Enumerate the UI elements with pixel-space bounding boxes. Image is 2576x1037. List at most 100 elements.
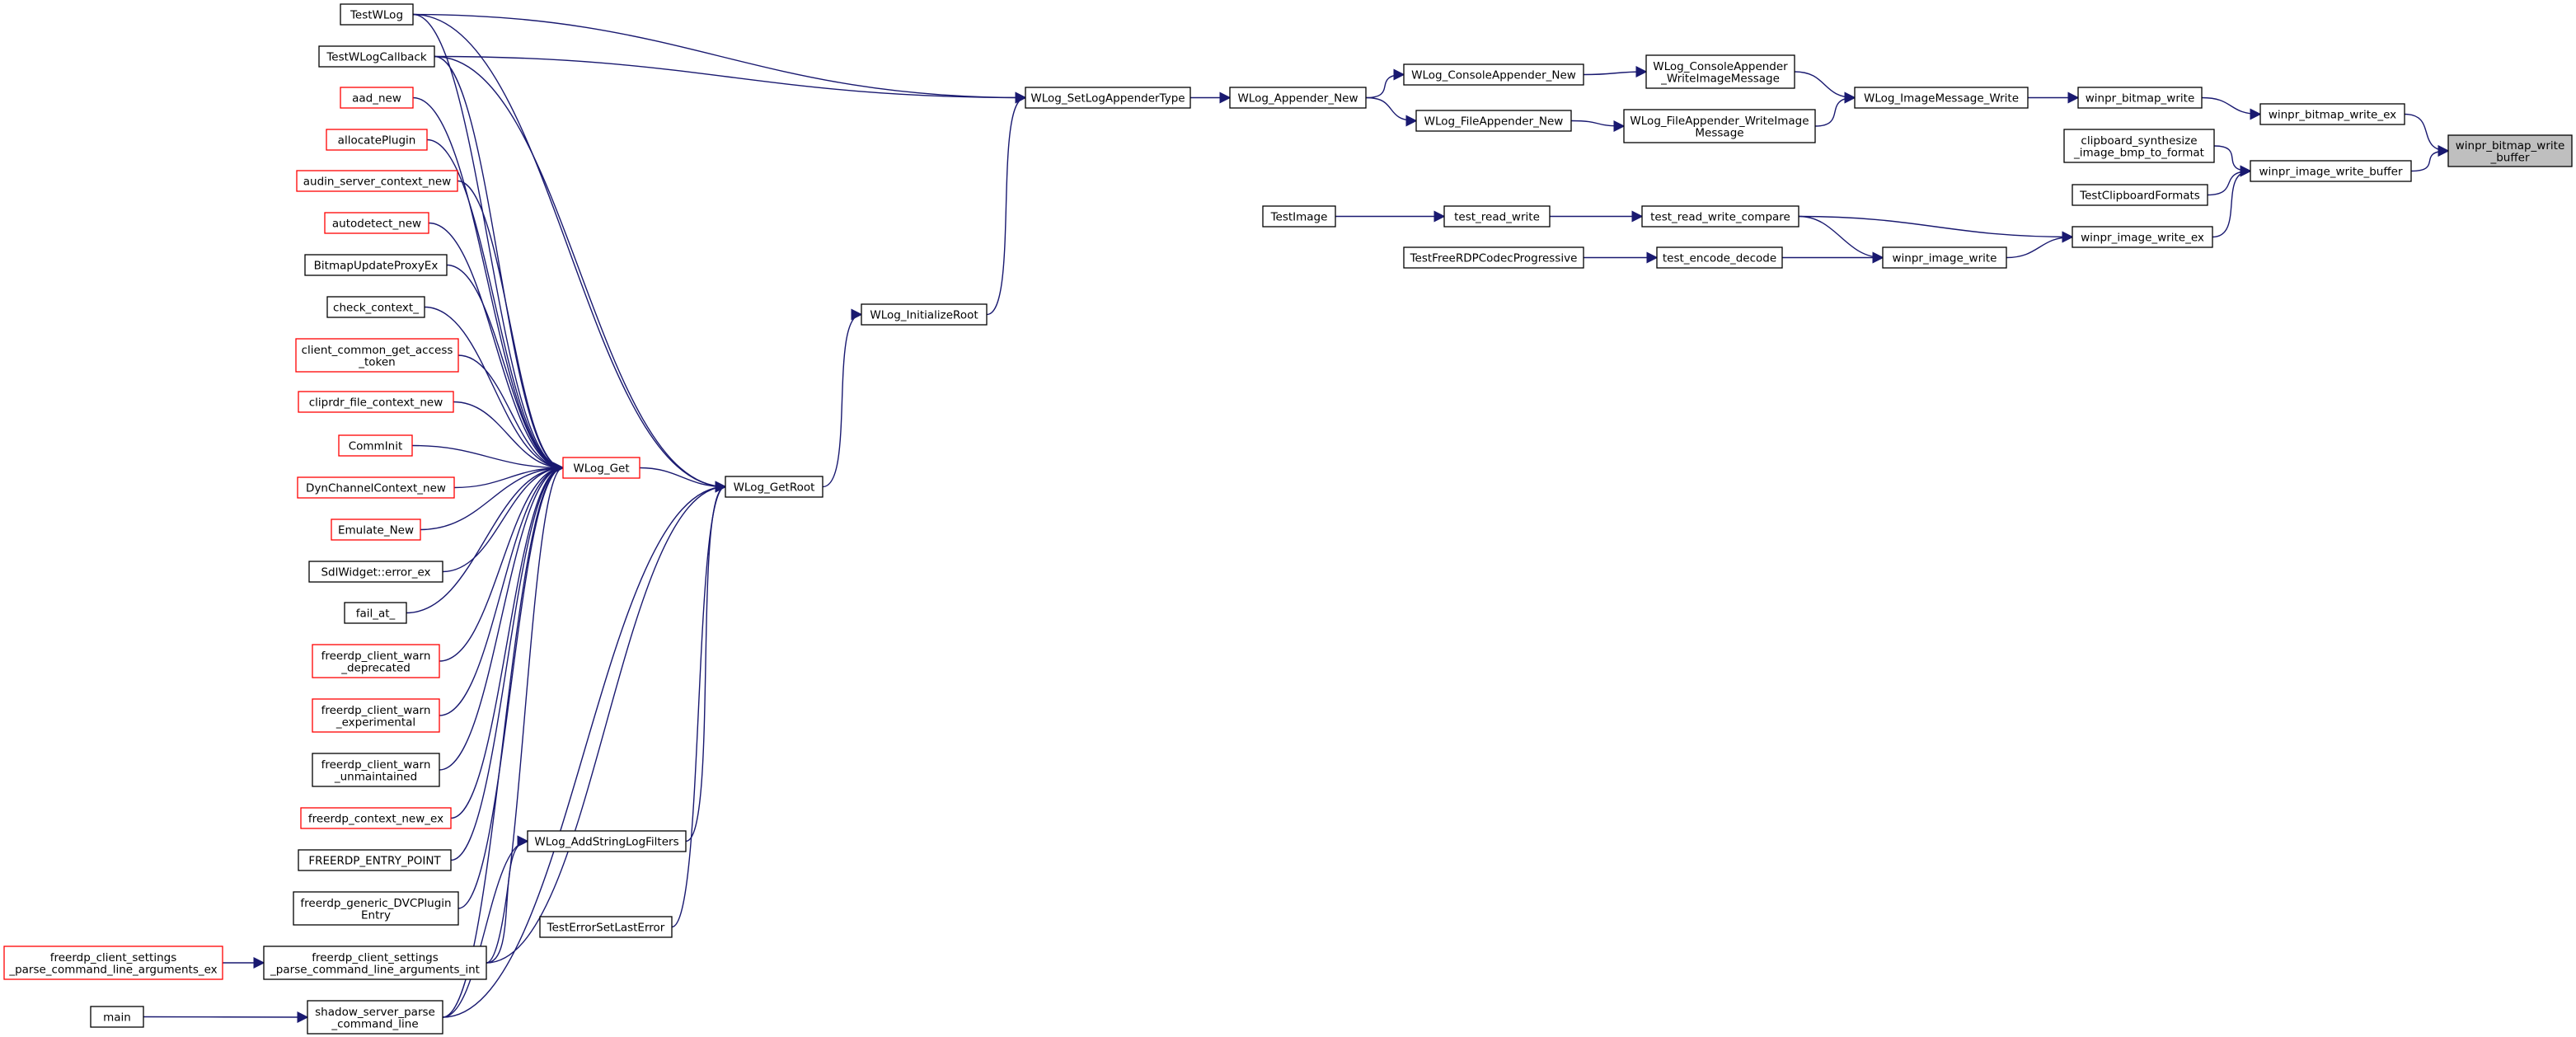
edge-emulate-to-wlog_get [420, 462, 565, 531]
edge-test_clip-to-img_buf [2207, 165, 2252, 196]
edge-parse_int-to-wlog_get [486, 462, 565, 964]
edge-dvc_entry-to-wlog_get [457, 462, 565, 909]
node-label: allocatePlugin [338, 134, 416, 148]
node-audin[interactable]: audin_server_context_new [296, 170, 458, 192]
node-set_app[interactable]: WLog_SetLogAppenderType [1025, 87, 1191, 109]
node-test_rw[interactable]: test_read_write [1443, 205, 1551, 228]
node-autodetect[interactable]: autodetect_new [324, 212, 429, 234]
node-warn_exp[interactable]: freerdp_client_warn_experimental [312, 698, 440, 733]
node-box [297, 476, 455, 499]
node-box [3, 946, 223, 980]
node-label: WLog_ConsoleAppender [1653, 60, 1788, 73]
node-client_common[interactable]: client_common_get_access_token [295, 338, 459, 373]
node-parse_int[interactable]: freerdp_client_settings_parse_command_li… [263, 946, 487, 980]
node-label: freerdp_client_warn [321, 650, 431, 663]
edge-bitmap_upd-to-wlog_get [446, 264, 565, 474]
node-label: WLog_Get [573, 462, 629, 476]
node-label: fail_at_ [356, 608, 396, 621]
node-label: winpr_bitmap_write [2456, 139, 2565, 152]
edge-con_new-to-con_img [1583, 66, 1648, 78]
node-test_rdp_prog[interactable]: TestFreeRDPCodecProgressive [1403, 246, 1584, 269]
node-test_image[interactable]: TestImage [1262, 205, 1336, 228]
node-test_enc[interactable]: test_encode_decode [1656, 246, 1783, 269]
node-img_write[interactable]: winpr_image_write [1882, 246, 2007, 269]
node-box [324, 212, 429, 234]
node-test_clip[interactable]: TestClipboardFormats [2072, 184, 2208, 206]
edge-ctx_new_ex-to-wlog_get [450, 462, 565, 819]
edge-img_write-to-img_ex [2006, 231, 2074, 259]
node-dyn_chan[interactable]: DynChannelContext_new [297, 476, 455, 499]
node-label: TestFreeRDPCodecProgressive [1410, 252, 1578, 265]
node-label: WLog_FileAppender_New [1424, 115, 1564, 129]
edge-autodetect-to-wlog_get [428, 222, 565, 474]
node-label: _image_bmp_to_format [2073, 146, 2204, 159]
node-test_rwc[interactable]: test_read_write_compare [1641, 205, 1799, 228]
node-test_wlog_cb[interactable]: TestWLogCallback [318, 45, 435, 68]
node-label: WLog_SetLogAppenderType [1030, 92, 1185, 106]
edge-get_root-to-init_root [822, 308, 863, 488]
node-label: test_encode_decode [1663, 252, 1776, 265]
node-label: winpr_image_write_ex [2081, 232, 2204, 245]
node-alloc_plugin[interactable]: allocatePlugin [326, 129, 428, 151]
edge-file_img-to-img_msg [1814, 92, 1856, 127]
edge-warn_dep-to-wlog_get [439, 462, 565, 662]
node-fail_at[interactable]: fail_at_ [344, 602, 407, 624]
node-clip_synth[interactable]: clipboard_synthesize_image_bmp_to_format [2063, 129, 2215, 163]
node-box [1645, 54, 1795, 89]
node-wlog_get[interactable]: WLog_Get [562, 457, 640, 479]
node-ctx_new_ex[interactable]: freerdp_context_new_ex [300, 807, 452, 829]
node-warn_unm[interactable]: freerdp_client_warn_unmaintained [312, 753, 440, 787]
node-con_new[interactable]: WLog_ConsoleAppender_New [1403, 63, 1584, 86]
node-box [1882, 246, 2007, 269]
node-label: WLog_FileAppender_WriteImage [1630, 115, 1809, 128]
node-label: _WriteImageMessage [1660, 72, 1780, 85]
node-app_new[interactable]: WLog_Appender_New [1229, 87, 1367, 109]
node-root[interactable]: winpr_bitmap_write_buffer [2447, 134, 2573, 167]
node-entry_point[interactable]: FREERDP_ENTRY_POINT [298, 849, 452, 871]
node-file_img[interactable]: WLog_FileAppender_WriteImageMessage [1623, 109, 1816, 143]
node-shadow_parse[interactable]: shadow_server_parse_command_line [307, 1000, 443, 1035]
node-label: SdlWidget::error_ex [321, 566, 430, 580]
node-test_err[interactable]: TestErrorSetLastError [539, 916, 673, 938]
node-init_root[interactable]: WLog_InitializeRoot [861, 303, 988, 326]
node-label: test_read_write [1454, 211, 1540, 224]
node-warn_dep[interactable]: freerdp_client_warn_deprecated [312, 644, 440, 678]
edge-bmp_ex-to-root [2404, 113, 2450, 157]
node-add_filters[interactable]: WLog_AddStringLogFilters [527, 830, 687, 852]
node-test_wlog[interactable]: TestWLog [340, 3, 414, 26]
node-label: Message [1695, 126, 1743, 139]
edge-shadow_parse-to-get_root [442, 481, 727, 1018]
node-bmp_write[interactable]: winpr_bitmap_write [2077, 87, 2203, 109]
node-emulate[interactable]: Emulate_New [331, 518, 421, 541]
edge-app_new-to-con_new [1365, 68, 1405, 99]
node-con_img[interactable]: WLog_ConsoleAppender_WriteImageMessage [1645, 54, 1795, 89]
node-bitmap_upd[interactable]: BitmapUpdateProxyEx [304, 254, 448, 276]
node-img_buf[interactable]: winpr_image_write_buffer [2250, 160, 2412, 182]
node-box [298, 849, 452, 871]
node-comm_init[interactable]: CommInit [338, 434, 413, 457]
node-box [861, 303, 988, 326]
node-label: WLog_Appender_New [1237, 92, 1358, 106]
node-img_msg[interactable]: WLog_ImageMessage_Write [1854, 87, 2029, 109]
node-parse_ex[interactable]: freerdp_client_settings_parse_command_li… [3, 946, 223, 980]
node-check_ctx[interactable]: check_context_ [326, 296, 425, 318]
node-box [2072, 226, 2213, 248]
node-cliprdr[interactable]: cliprdr_file_context_new [298, 391, 454, 413]
node-box [312, 644, 440, 678]
node-label: freerdp_client_settings [312, 951, 438, 964]
node-sdl_err[interactable]: SdlWidget::error_ex [308, 561, 443, 583]
node-box [304, 254, 448, 276]
edge-alloc_plugin-to-wlog_get [426, 138, 565, 474]
node-get_root[interactable]: WLog_GetRoot [725, 476, 823, 498]
node-box [2063, 129, 2215, 163]
node-main[interactable]: main [90, 1006, 144, 1028]
edge-shadow_parse-to-add_filters [442, 835, 529, 1018]
node-label: client_common_get_access [302, 344, 453, 357]
node-file_new[interactable]: WLog_FileAppender_New [1415, 110, 1572, 132]
node-box [293, 891, 459, 926]
node-img_ex[interactable]: winpr_image_write_ex [2072, 226, 2213, 248]
node-aad_new[interactable]: aad_new [340, 87, 414, 109]
node-bmp_ex[interactable]: winpr_bitmap_write_ex [2259, 103, 2405, 125]
node-box [340, 3, 414, 26]
